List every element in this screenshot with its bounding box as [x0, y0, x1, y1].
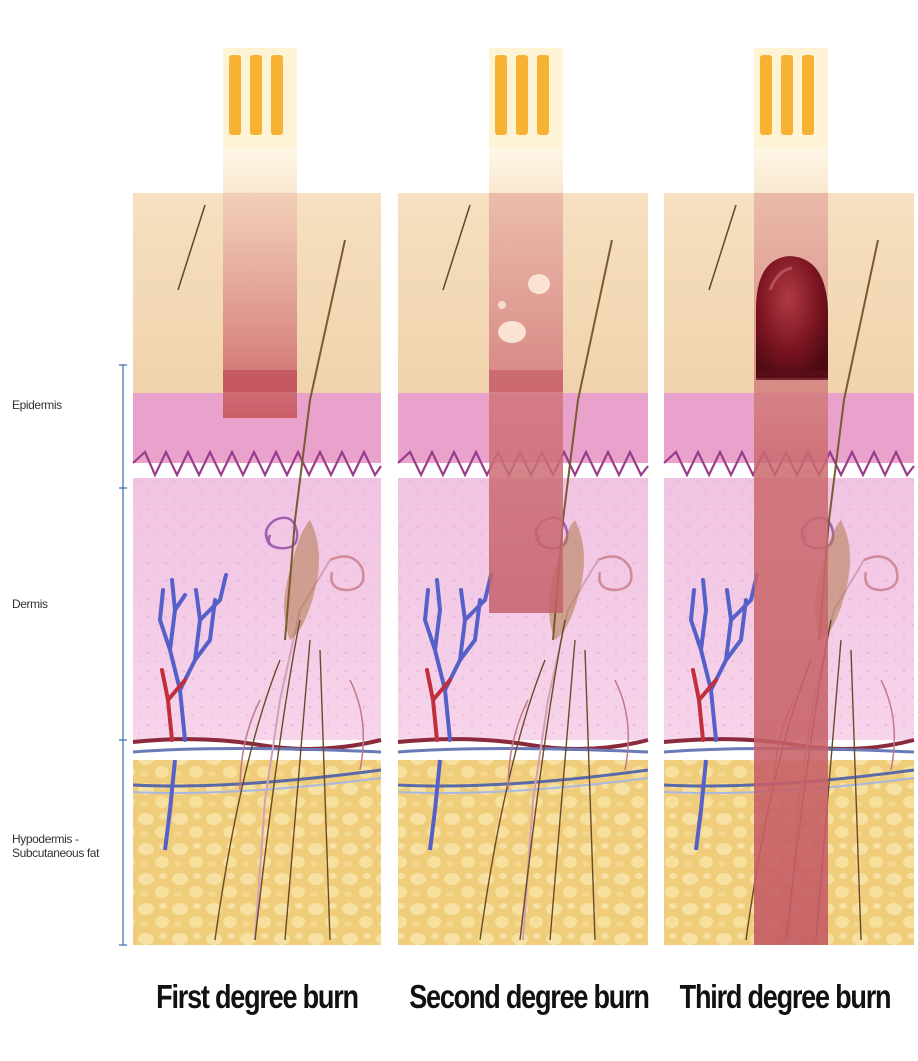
heat-source-icon — [489, 48, 563, 193]
panel-second-degree — [398, 48, 648, 945]
panel-third-degree — [664, 48, 914, 945]
panel-title-third-degree: Third degree burn — [678, 978, 893, 1028]
heat-source-icon — [754, 48, 828, 193]
heat-source-icon — [223, 48, 297, 193]
layer-label-hypodermis: Hypodermis - Subcutaneous fat — [12, 832, 107, 860]
panel-title-second-degree: Second degree burn — [409, 978, 639, 1028]
panel-first-degree — [133, 48, 381, 945]
layer-label-dermis: Dermis — [12, 597, 120, 611]
eschar-icon — [756, 256, 828, 380]
panel-title-first-degree: First degree burn — [151, 978, 363, 1028]
layer-label-epidermis: Epidermis — [12, 398, 120, 412]
